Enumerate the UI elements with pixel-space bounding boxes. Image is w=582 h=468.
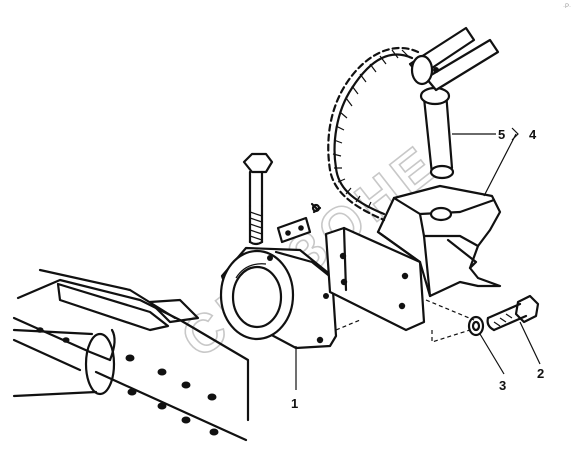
- corner-mark: ·P·: [563, 4, 571, 10]
- long-bolt: [242, 152, 274, 246]
- callout-5: 5: [498, 127, 505, 142]
- lock-pin: [408, 26, 500, 180]
- callout-1: 1: [291, 396, 298, 411]
- callout-3: 3: [499, 378, 506, 393]
- retaining-chain: [327, 46, 420, 222]
- leader-lines: [295, 127, 541, 390]
- link-plate: [276, 202, 322, 244]
- callout-4: 4: [529, 127, 537, 142]
- washer: [467, 315, 485, 337]
- assembly-lines: [335, 299, 475, 343]
- callout-labels: 1 2 3 4 5: [291, 127, 544, 411]
- callout-2: 2: [537, 366, 544, 381]
- tractor-frame-beam: [12, 268, 250, 442]
- hitch-bracket: [324, 184, 502, 332]
- small-bolt: [486, 294, 540, 332]
- bearing-housing: [219, 246, 338, 350]
